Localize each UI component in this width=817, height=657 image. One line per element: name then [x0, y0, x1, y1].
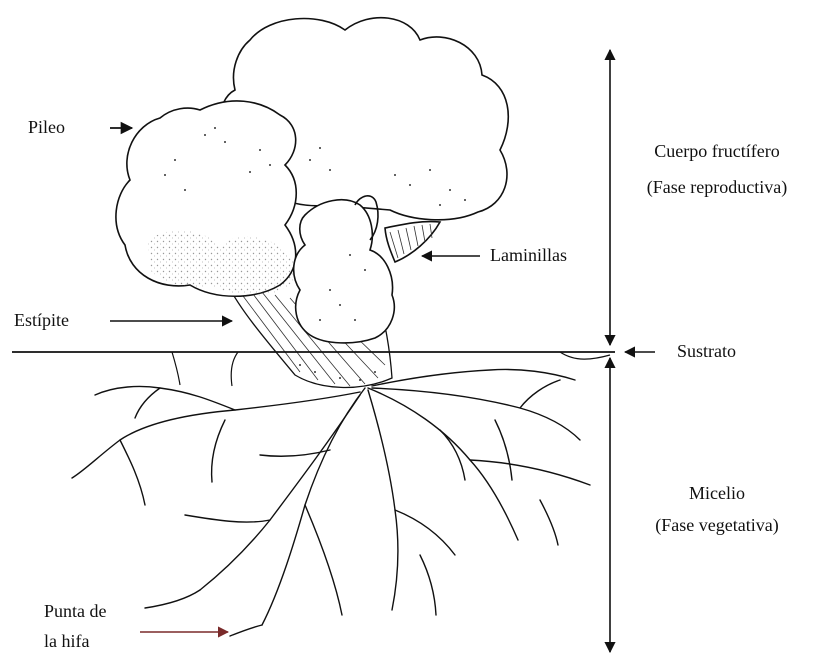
pileus-cap [116, 18, 508, 343]
label-laminillas: Laminillas [490, 244, 567, 267]
label-pileo: Pileo [28, 116, 65, 139]
mycelium-subtitle: (Fase vegetativa) [622, 514, 812, 537]
mycelium-hyphae [72, 369, 590, 636]
label-punta-line1: Punta de [44, 600, 107, 623]
label-estipite: Estípite [14, 309, 69, 332]
mycelium-title: Micelio [622, 482, 812, 505]
fruiting-body-title: Cuerpo fructífero [622, 140, 812, 163]
label-sustrato: Sustrato [677, 340, 736, 363]
fruiting-body-subtitle: (Fase reproductiva) [622, 176, 812, 199]
label-punta-line2: la hifa [44, 630, 89, 653]
